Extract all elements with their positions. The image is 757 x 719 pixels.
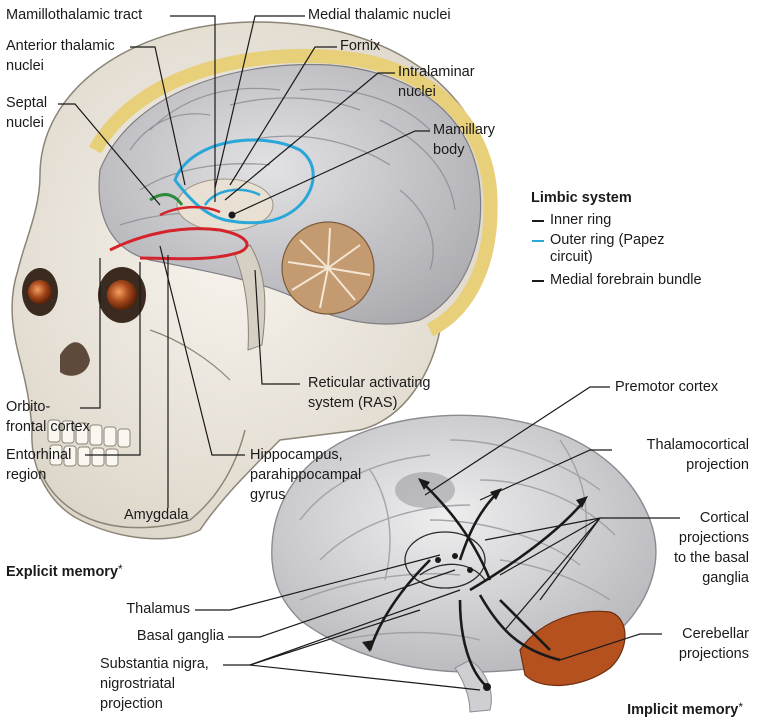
label-thalamocortical-projection: Thalamocortical (647, 437, 749, 454)
label-entorhinal-region: Entorhinal (6, 447, 71, 464)
label-hippocampus: Hippocampus, (250, 447, 343, 464)
asterisk: * (738, 700, 743, 714)
label-cortical-projections: Cortical (700, 510, 749, 527)
label-basal-ganglia: Basal ganglia (137, 628, 224, 645)
label-cortical-projections-line4: ganglia (702, 570, 749, 587)
label-hippocampus-line2: parahippocampal (250, 467, 361, 484)
label-thalamus: Thalamus (126, 601, 190, 618)
label-substantia-nigra-line2: nigrostriatal (100, 676, 175, 693)
label-septal-nuclei-line2: nuclei (6, 115, 44, 132)
label-mamillothalamic-tract: Mamillothalamic tract (6, 7, 142, 24)
legend-item-inner-ring: Inner ring (550, 212, 611, 229)
label-premotor-cortex: Premotor cortex (615, 379, 718, 396)
label-cortical-projections-line3: to the basal (674, 550, 749, 567)
label-amygdala: Amygdala (124, 507, 188, 524)
label-substantia-nigra: Substantia nigra, (100, 656, 209, 673)
label-mamillary-body: Mamillary (433, 122, 495, 139)
label-orbitofrontal-cortex-line2: frontal cortex (6, 419, 90, 436)
legend-swatch (532, 280, 544, 282)
label-cerebellar-projections-line2: projections (679, 646, 749, 663)
legend-item-medial-forebrain-bundle: Medial forebrain bundle (550, 272, 702, 289)
label-cerebellar-projections: Cerebellar (682, 626, 749, 643)
label-septal-nuclei: Septal (6, 95, 47, 112)
label-intralaminar-nuclei: Intralaminar (398, 64, 475, 81)
label-medial-thalamic-nuclei: Medial thalamic nuclei (308, 7, 451, 24)
label-orbitofrontal-cortex: Orbito- (6, 399, 50, 416)
label-thalamocortical-projection-line2: projection (686, 457, 749, 474)
label-reticular-activating-system: Reticular activating (308, 375, 431, 392)
label-mamillary-body-line2: body (433, 142, 464, 159)
label-intralaminar-nuclei-line2: nuclei (398, 84, 436, 101)
label-reticular-activating-system-line2: system (RAS) (308, 395, 397, 412)
asterisk: * (118, 562, 123, 576)
legend-item-outer-ring: Outer ring (Papez circuit) (550, 232, 664, 266)
label-implicit-memory: Implicit memory* (627, 699, 743, 719)
label-explicit-memory: Explicit memory* (6, 561, 123, 581)
label-cortical-projections-line2: projections (679, 530, 749, 547)
label-hippocampus-line3: gyrus (250, 487, 285, 504)
legend-swatch (532, 240, 544, 242)
label-fornix: Fornix (340, 38, 380, 55)
label-entorhinal-region-line2: region (6, 467, 46, 484)
legend-swatch (532, 220, 544, 222)
legend-title: Limbic system (531, 190, 632, 207)
label-substantia-nigra-line3: projection (100, 696, 163, 713)
label-anterior-thalamic-nuclei-line2: nuclei (6, 58, 44, 75)
label-anterior-thalamic-nuclei: Anterior thalamic (6, 38, 115, 55)
